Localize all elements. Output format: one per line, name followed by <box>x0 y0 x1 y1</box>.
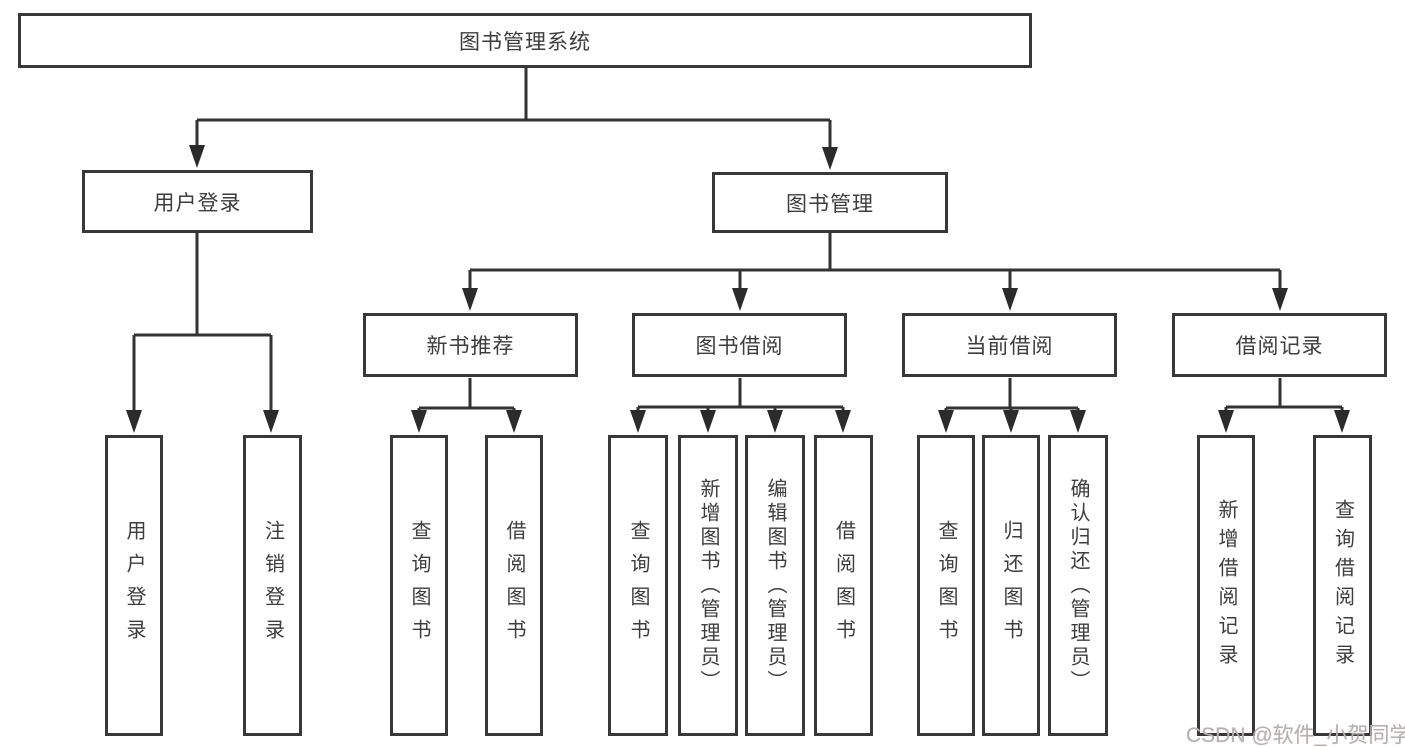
leaf-borrow-books-2: 借阅图书 <box>814 435 873 736</box>
leaf-query-books-2-label: 查询图书 <box>627 519 649 652</box>
leaf-add-books-admin: 新增图书（管理员） <box>678 435 738 736</box>
leaf-query-books-3-label: 查询图书 <box>935 519 957 652</box>
leaf-query-books-1-label: 查询图书 <box>408 519 430 652</box>
leaf-confirm-return-admin: 确认归还（管理员） <box>1048 435 1108 736</box>
node-user-login: 用户登录 <box>82 170 313 233</box>
leaf-query-borrow-record-label: 查询借阅记录 <box>1331 498 1354 673</box>
leaf-user-login: 用户登录 <box>105 435 163 736</box>
leaf-query-books-3: 查询图书 <box>917 435 975 736</box>
leaf-add-borrow-record: 新增借阅记录 <box>1197 435 1255 736</box>
node-root-system: 图书管理系统 <box>18 13 1032 68</box>
node-current-borrowing: 当前借阅 <box>902 313 1117 377</box>
leaf-logout-label: 注销登录 <box>261 519 284 652</box>
node-user-login-label: 用户登录 <box>153 191 242 215</box>
leaf-borrow-books-1-label: 借阅图书 <box>503 519 525 652</box>
leaf-edit-books-admin-label: 编辑图书（管理员） <box>764 477 786 694</box>
leaf-borrow-books-2-label: 借阅图书 <box>832 519 855 652</box>
leaf-borrow-books-1: 借阅图书 <box>485 435 543 736</box>
node-current-borrowing-label: 当前借阅 <box>965 335 1054 358</box>
leaf-return-books: 归还图书 <box>982 435 1040 736</box>
node-new-book-recommend-label: 新书推荐 <box>426 335 515 358</box>
csdn-watermark: CSDN @软件_小贺同学 <box>1186 724 1405 747</box>
leaf-logout: 注销登录 <box>243 435 302 736</box>
leaf-query-borrow-record: 查询借阅记录 <box>1313 435 1372 736</box>
node-book-borrowing-label: 图书借阅 <box>695 335 784 358</box>
node-book-management-label: 图书管理 <box>786 192 874 216</box>
leaf-add-borrow-record-label: 新增借阅记录 <box>1215 498 1237 673</box>
node-root-system-label: 图书管理系统 <box>459 30 591 54</box>
leaf-user-login-label: 用户登录 <box>123 519 145 652</box>
node-borrow-records: 借阅记录 <box>1172 313 1387 377</box>
node-book-borrowing: 图书借阅 <box>632 313 847 377</box>
node-borrow-records-label: 借阅记录 <box>1235 335 1324 358</box>
leaf-confirm-return-admin-label: 确认归还（管理员） <box>1067 477 1089 694</box>
leaf-add-books-admin-label: 新增图书（管理员） <box>697 477 719 694</box>
node-new-book-recommend: 新书推荐 <box>363 313 578 377</box>
node-book-management: 图书管理 <box>712 172 948 233</box>
leaf-return-books-label: 归还图书 <box>1000 519 1022 652</box>
leaf-edit-books-admin: 编辑图书（管理员） <box>745 435 805 736</box>
leaf-query-books-1: 查询图书 <box>390 435 448 736</box>
leaf-query-books-2: 查询图书 <box>608 435 668 736</box>
